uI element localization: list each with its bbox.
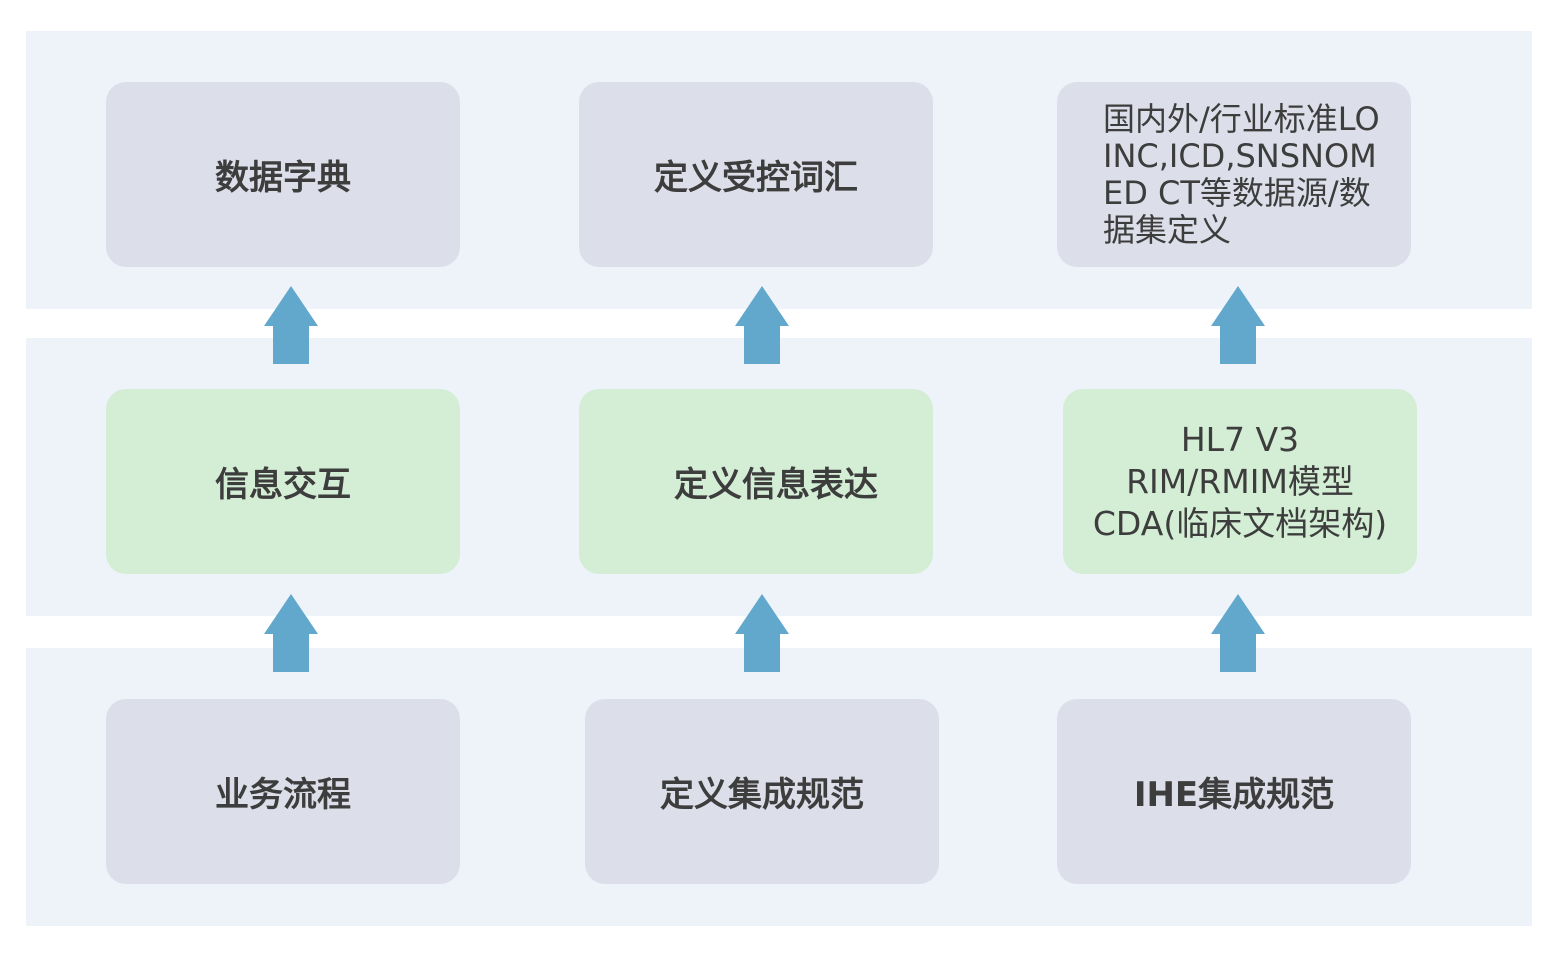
box-label: HL7 V3 RIM/RMIM模型 CDA(临床文档架构) <box>1092 419 1388 543</box>
arrow-up-icon <box>735 594 789 672</box>
box-ihe-integration-spec: IHE集成规范 <box>1057 699 1411 884</box>
box-label: IHE集成规范 <box>1133 775 1335 815</box>
box-controlled-vocabulary: 定义受控词汇 <box>579 82 933 267</box>
box-label: 定义集成规范 <box>660 775 864 815</box>
box-label: 数据字典 <box>215 158 351 198</box>
box-integration-spec: 定义集成规范 <box>585 699 939 884</box>
box-business-process: 业务流程 <box>106 699 460 884</box>
box-information-expression: 定义信息表达 <box>579 389 933 574</box>
arrow-up-icon <box>264 594 318 672</box>
box-label: 定义受控词汇 <box>654 158 858 198</box>
arrow-up-icon <box>735 286 789 364</box>
box-hl7-cda: HL7 V3 RIM/RMIM模型 CDA(临床文档架构) <box>1063 389 1417 574</box>
box-information-exchange: 信息交互 <box>106 389 460 574</box>
arrow-up-icon <box>1211 286 1265 364</box>
box-label: 定义信息表达 <box>674 465 878 505</box>
box-label: 国内外/行业标准LOINC,ICD,SNSNOMED CT等数据源/数据集定义 <box>1103 99 1380 249</box>
arrow-up-icon <box>264 286 318 364</box>
box-label: 信息交互 <box>215 465 351 505</box>
box-standards-data-sources: 国内外/行业标准LOINC,ICD,SNSNOMED CT等数据源/数据集定义 <box>1057 82 1411 267</box>
box-data-dictionary: 数据字典 <box>106 82 460 267</box>
arrow-up-icon <box>1211 594 1265 672</box>
box-label: 业务流程 <box>215 775 351 815</box>
